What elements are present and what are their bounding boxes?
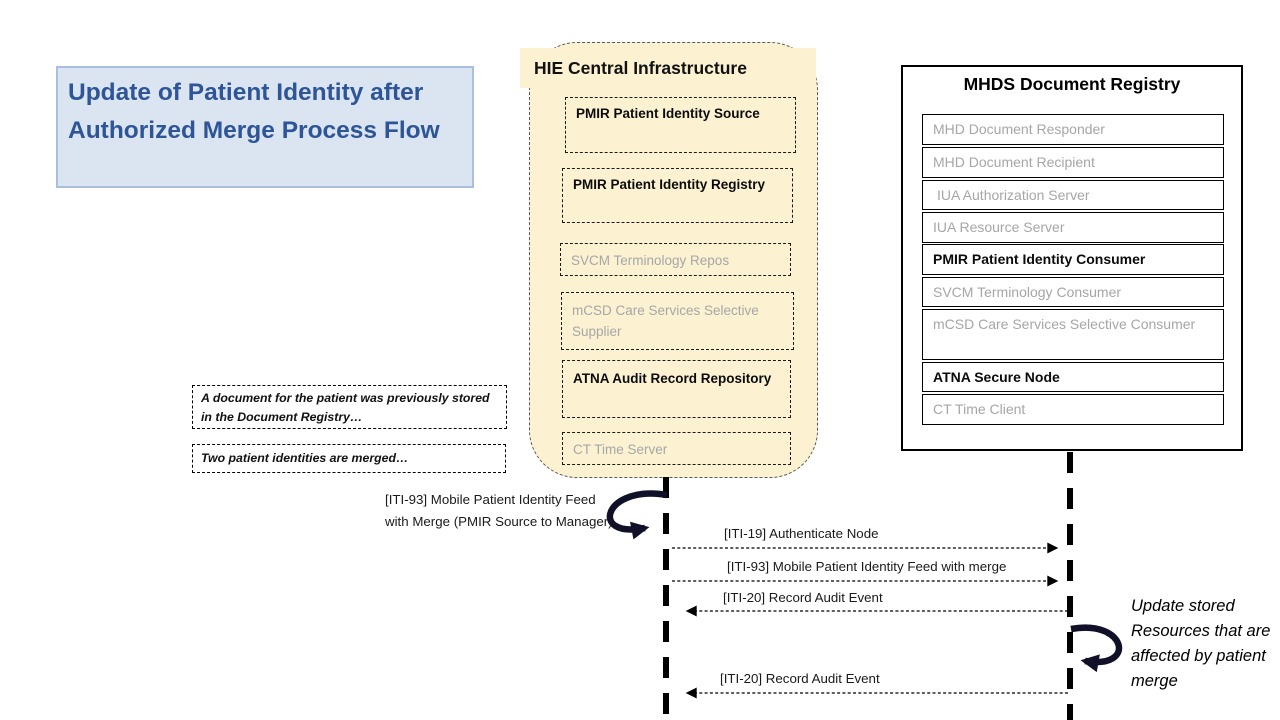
mhds-actor-svcm-terminology-consumer: SVCM Terminology Consumer	[922, 277, 1224, 307]
label-iti20-record-audit-event-second: [ITI-20] Record Audit Event	[720, 671, 880, 686]
mhds-actor-mhd-document-recipient: MHD Document Recipient	[922, 147, 1224, 178]
page-title: Update of Patient Identity after Authori…	[56, 66, 474, 188]
hie-lifeline	[663, 477, 669, 720]
hie-actor-ct-time-server: CT Time Server	[562, 432, 791, 465]
mhds-lifeline	[1067, 452, 1073, 720]
note-identities-merged: Two patient identities are merged…	[192, 444, 506, 473]
hie-actor-atna-audit-record-repository: ATNA Audit Record Repository	[562, 360, 791, 418]
mhds-actor-mcsd-care-services-selective-consumer: mCSD Care Services Selective Consumer	[922, 309, 1224, 360]
mhds-actor-iua-resource-server: IUA Resource Server	[922, 212, 1224, 243]
label-self-message-iti93-merge: [ITI-93] Mobile Patient Identity Feed wi…	[385, 492, 613, 529]
hie-actor-svcm-terminology-repos: SVCM Terminology Repos	[560, 243, 791, 276]
hie-actor-pmir-patient-identity-source: PMIR Patient Identity Source	[565, 97, 796, 153]
label-iti19-authenticate-node: [ITI-19] Authenticate Node	[724, 526, 879, 541]
mhds-actor-ct-time-client: CT Time Client	[922, 394, 1224, 425]
label-iti93-feed-with-merge: [ITI-93] Mobile Patient Identity Feed wi…	[727, 559, 1007, 574]
mhds-panel-title: MHDS Document Registry	[963, 74, 1181, 94]
hie-actor-pmir-patient-identity-registry: PMIR Patient Identity Registry	[562, 168, 793, 223]
label-update-stored-resources: Update stored Resources that are affecte…	[1131, 597, 1271, 690]
mhds-actor-atna-secure-node: ATNA Secure Node	[922, 362, 1224, 392]
mhds-actor-iua-authorization-server: IUA Authorization Server	[922, 180, 1224, 210]
hie-infrastructure-panel	[529, 42, 818, 478]
mhds-actor-mhd-document-responder: MHD Document Responder	[922, 114, 1224, 145]
self-loop-arrow-icon-mhds	[1070, 624, 1123, 673]
self-loop-arrow-icon-hie	[606, 490, 668, 540]
note-document-previously-stored: A document for the patient was previousl…	[192, 385, 507, 429]
label-iti20-record-audit-event-first: [ITI-20] Record Audit Event	[723, 590, 883, 605]
mhds-actor-pmir-patient-identity-consumer: PMIR Patient Identity Consumer	[922, 244, 1224, 275]
hie-panel-title: HIE Central Infrastructure	[520, 48, 816, 88]
hie-actor-mcsd-care-services-selective-supplier: mCSD Care Services Selective Supplier	[561, 292, 794, 350]
